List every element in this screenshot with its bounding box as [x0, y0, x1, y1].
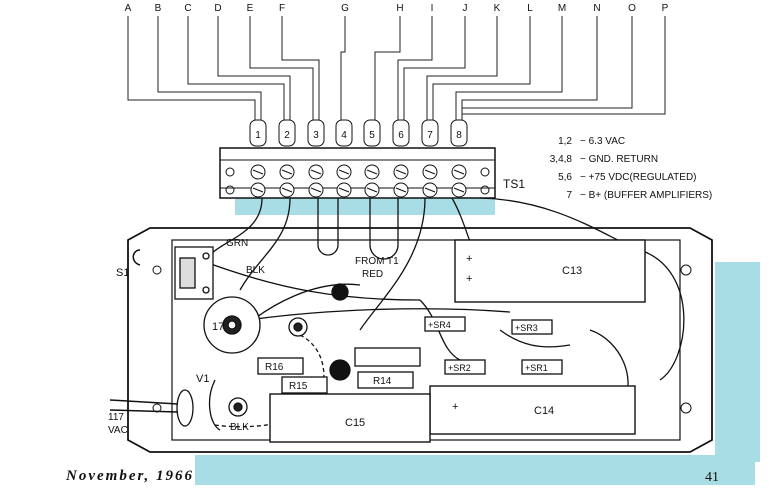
terminal-4 — [335, 119, 353, 198]
sr3-label: +SR3 — [515, 323, 538, 333]
bus-line-p — [461, 16, 666, 120]
small-parts — [257, 316, 563, 394]
c13-plus-1: + — [466, 253, 472, 265]
bus-letter-e: E — [247, 3, 254, 14]
sr1-label: +SR1 — [525, 363, 548, 373]
terminal-3 — [307, 119, 325, 198]
legend-desc-1: − 6.3 VAC — [580, 136, 625, 147]
bus-line-k — [426, 16, 498, 120]
bus-letter-b: B — [155, 3, 162, 14]
s1-label: S1 — [116, 267, 129, 279]
bus-letter-c: C — [184, 3, 191, 14]
bus-line-f — [281, 16, 320, 120]
legend: 1,2 − 6.3 VAC 3,4,8 − GND. RETURN 5,6 − … — [550, 136, 713, 201]
bus-line-i — [397, 16, 433, 120]
grn-label: GRN — [226, 238, 248, 249]
legend-desc-3: − +75 VDC(REGULATED) — [580, 172, 697, 183]
ts1-label: TS1 — [503, 177, 525, 191]
bus-letter-m: M — [558, 3, 566, 14]
r15-label: R15 — [289, 381, 308, 392]
bus-letter-o: O — [628, 3, 636, 14]
blk-label-top: BLK — [246, 265, 265, 276]
terminal-number-1: 1 — [255, 130, 261, 141]
v1-label: V1 — [196, 373, 209, 385]
legend-pins-4: 7 — [566, 190, 572, 201]
bus-letter-n: N — [593, 3, 600, 14]
bus-letter-a: A — [125, 3, 132, 14]
terminal-6 — [392, 119, 410, 198]
bus-line-o — [461, 16, 633, 120]
c13-plus-2: + — [466, 273, 472, 285]
sr2-label: +SR2 — [448, 363, 471, 373]
bus-letter-l: L — [527, 3, 533, 14]
terminal-8 — [450, 119, 468, 198]
terminal-7 — [421, 119, 439, 198]
bus-letter-p: P — [662, 3, 669, 14]
r14-label: R14 — [373, 376, 392, 387]
bus-line-g — [340, 16, 346, 120]
bus-letter-k: K — [494, 3, 501, 14]
capacitors — [269, 239, 646, 443]
bus-letter-j: J — [463, 3, 468, 14]
bus-line-d — [217, 16, 291, 120]
footer-date: November, 1966 — [66, 468, 194, 484]
bus-letter-g: G — [341, 3, 349, 14]
legend-desc-2: − GND. RETURN — [580, 154, 658, 165]
bus-letters: A B C D E F G H I J K L M N O P — [125, 3, 669, 14]
c13-label: C13 — [562, 265, 582, 277]
power-cord — [109, 249, 179, 413]
bus-line-l — [432, 16, 531, 120]
bus-letter-i: I — [431, 3, 434, 14]
bus-letter-d: D — [214, 3, 221, 14]
bus-line-c — [187, 16, 285, 120]
sr4-label: +SR4 — [428, 320, 451, 330]
legend-desc-4: − B+ (BUFFER AMPLIFIERS) — [580, 190, 712, 201]
bus-letter-h: H — [396, 3, 403, 14]
power-label-volts: 117 — [108, 412, 124, 423]
bus-lines — [127, 16, 666, 120]
legend-pins-3: 5,6 — [558, 172, 572, 183]
page-number: 41 — [705, 470, 719, 485]
bus-line-e — [249, 16, 314, 120]
terminal-number-5: 5 — [369, 130, 375, 141]
terminal-number-4: 4 — [341, 130, 347, 141]
switch-and-socket — [174, 246, 351, 427]
terminal-number-7: 7 — [427, 130, 433, 141]
bus-line-h — [374, 16, 401, 120]
legend-pins-1: 1,2 — [558, 136, 572, 147]
bus-letter-f: F — [279, 3, 285, 14]
terminals: 1 2 3 4 5 6 7 8 — [249, 119, 468, 198]
power-label-vac: VAC — [108, 425, 128, 436]
terminal-number-2: 2 — [284, 130, 290, 141]
c15-label: C15 — [345, 417, 365, 429]
bus-line-j — [403, 16, 466, 120]
from-t1-label: FROM T1 — [355, 256, 399, 267]
terminal-1 — [249, 119, 267, 198]
terminal-2 — [278, 119, 296, 198]
terminal-5 — [363, 119, 381, 198]
terminal-number-8: 8 — [456, 130, 462, 141]
blk-label-bottom: BLK — [230, 422, 249, 433]
c14-plus: + — [452, 401, 458, 413]
c14-label: C14 — [534, 405, 554, 417]
red-label: RED — [362, 269, 383, 280]
terminal-number-3: 3 — [313, 130, 319, 141]
socket-label: 17 — [212, 321, 224, 333]
legend-pins-2: 3,4,8 — [550, 154, 573, 165]
terminal-strip — [219, 147, 496, 199]
terminal-number-6: 6 — [398, 130, 404, 141]
bus-line-a — [127, 16, 256, 120]
bus-line-m — [455, 16, 563, 120]
r16-label: R16 — [265, 362, 284, 373]
bus-line-b — [157, 16, 262, 120]
